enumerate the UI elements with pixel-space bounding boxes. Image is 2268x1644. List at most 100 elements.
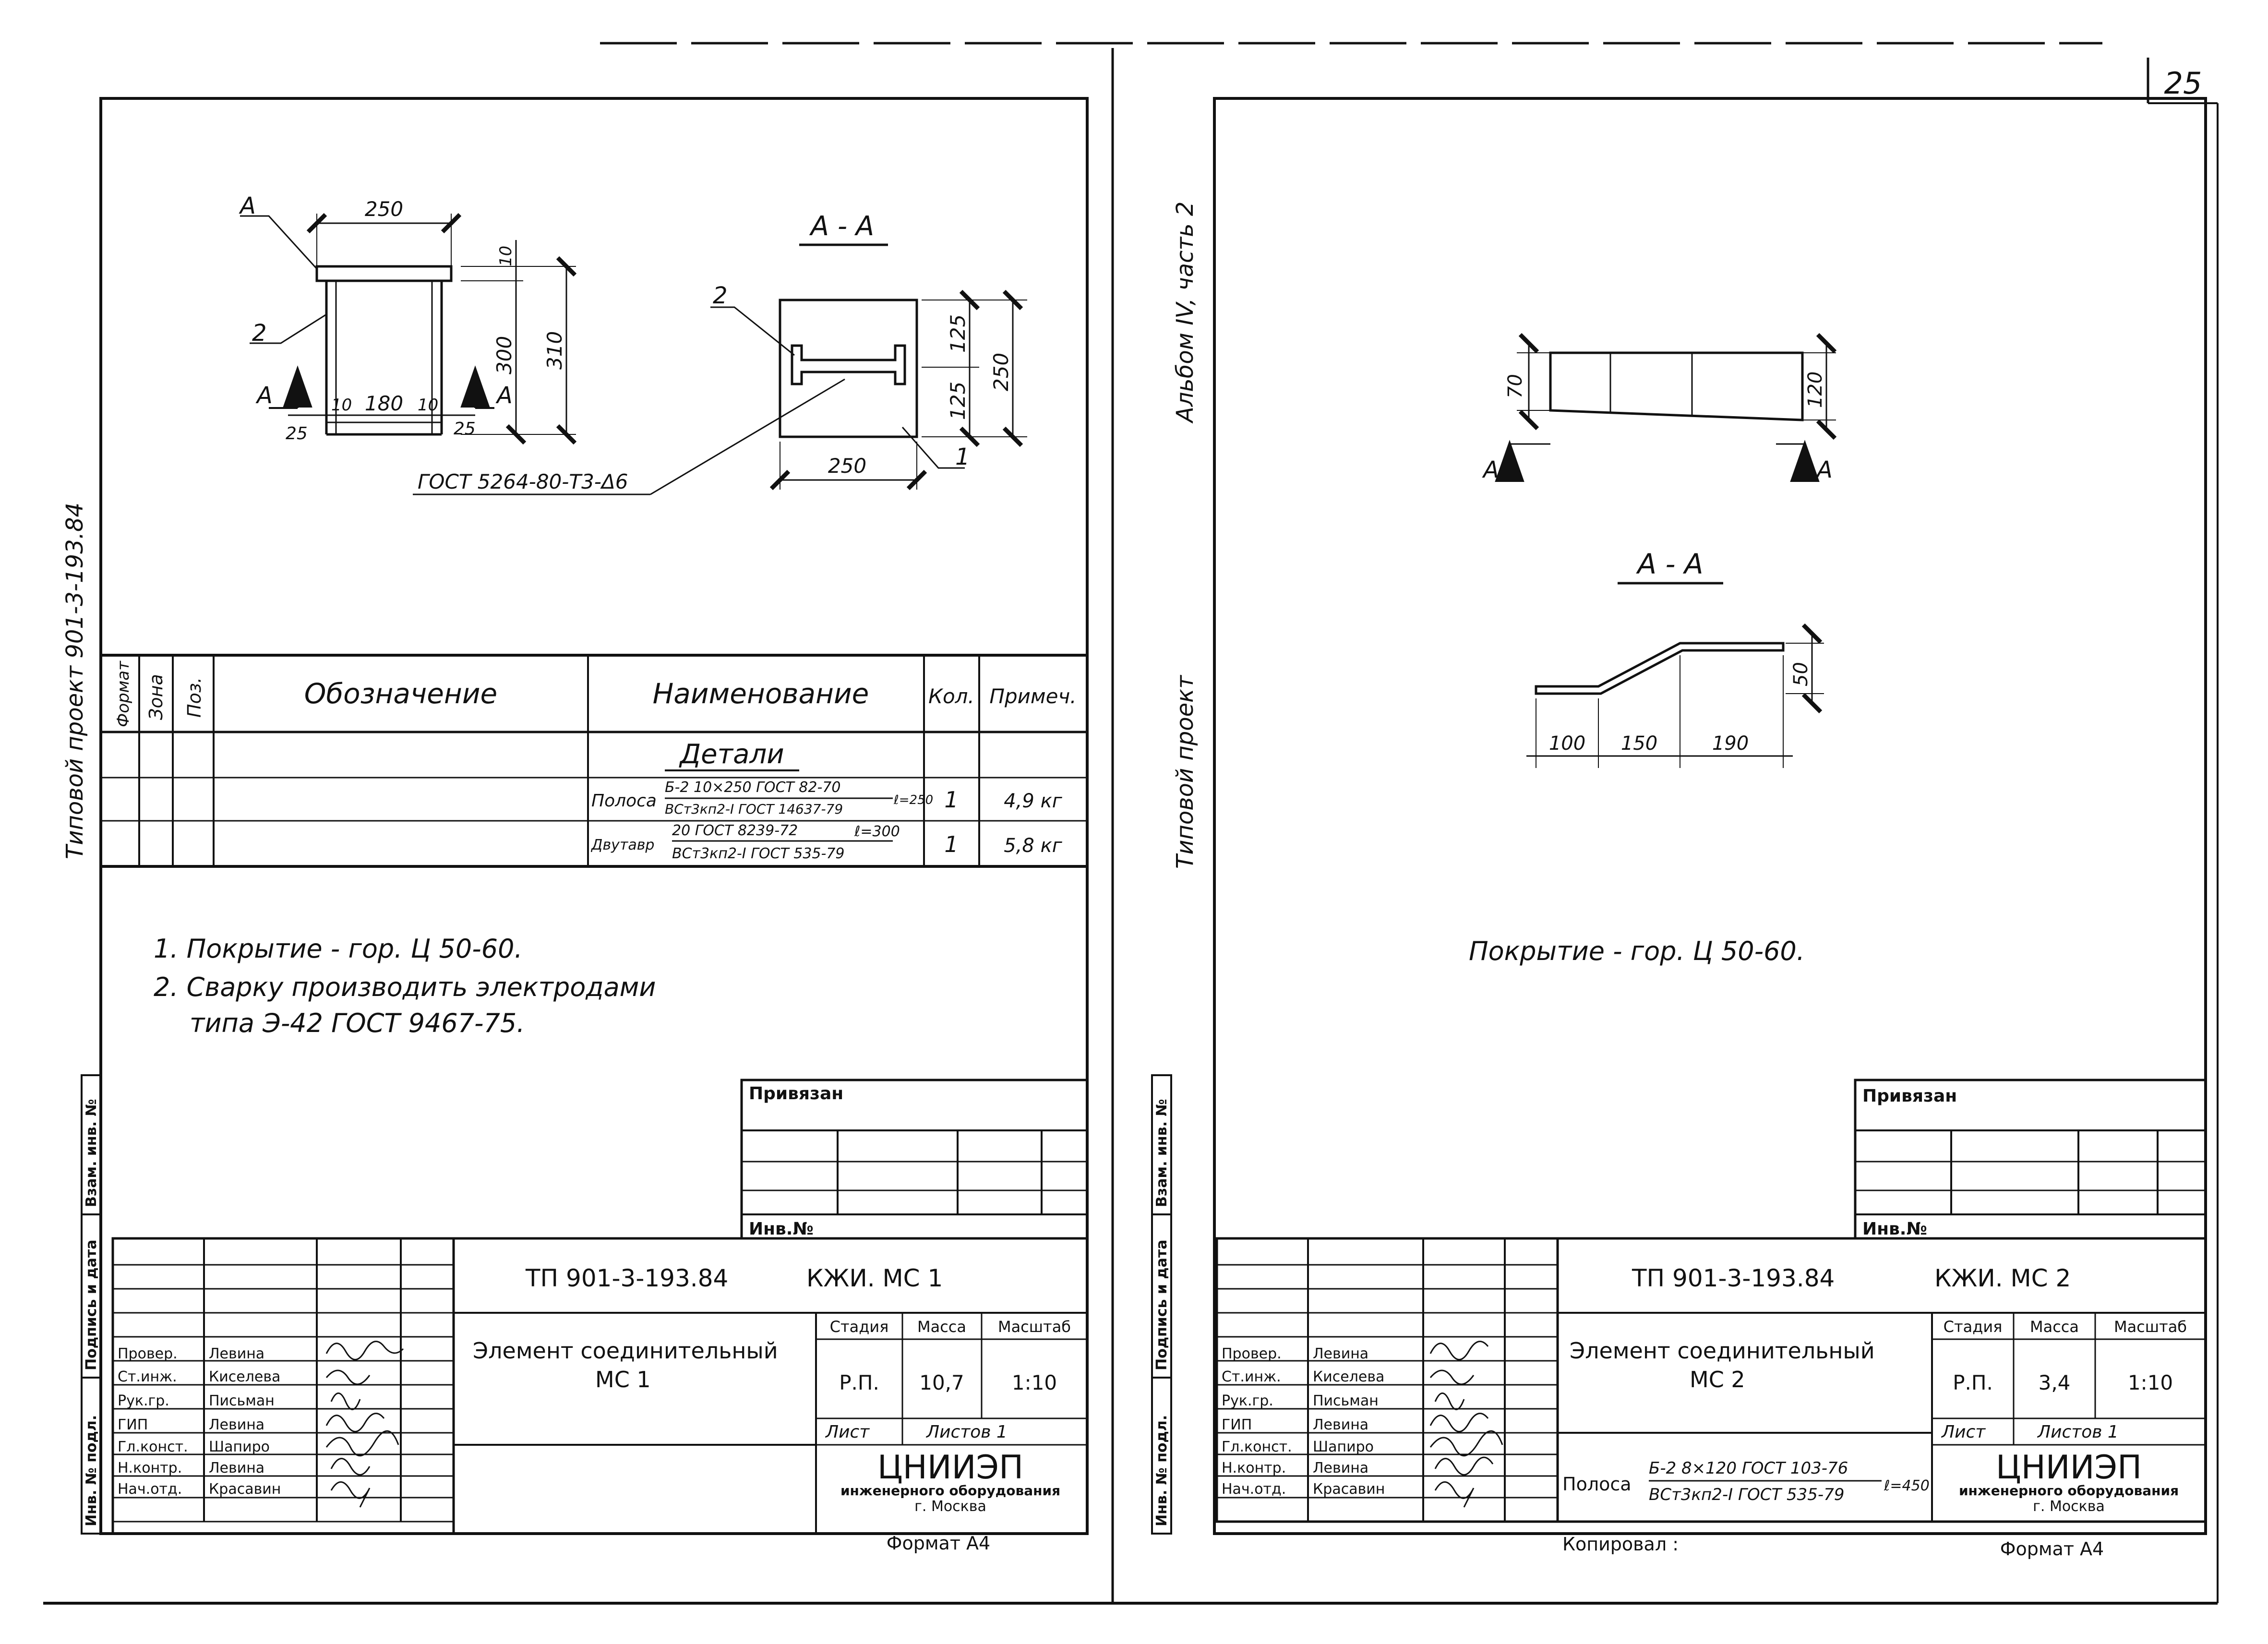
r-name-1: Левина bbox=[1313, 1345, 1368, 1362]
right-code: ТП 901-3-193.84 bbox=[1632, 1264, 1835, 1292]
r-name-6: Левина bbox=[1313, 1460, 1368, 1476]
col-note: Примеч. bbox=[989, 684, 1076, 708]
right-material-bottom: ВСт3кп2-I ГОСТ 535-79 bbox=[1649, 1485, 1844, 1504]
right-mass: 3,4 bbox=[2039, 1371, 2071, 1394]
dim-10-right: 10 bbox=[418, 396, 438, 415]
dim-310: 310 bbox=[543, 331, 566, 370]
right-material-top: Б-2 8×120 ГОСТ 103-76 bbox=[1649, 1459, 1848, 1478]
left-roles: Провер. Левина Ст.инж. Киселева Рук.гр. … bbox=[118, 1345, 281, 1498]
r-name-2: Киселева bbox=[1313, 1368, 1384, 1385]
dim-125-bottom: 125 bbox=[946, 382, 970, 420]
left-margin-inv: Инв. № подл. bbox=[83, 1415, 100, 1526]
gost-weld-note: ГОСТ 5264-80-Т3-Δ6 bbox=[418, 470, 628, 493]
label-a-leader: А bbox=[239, 192, 256, 219]
right-margin-strip bbox=[1151, 1074, 1172, 1535]
right-signatures bbox=[1429, 1341, 1503, 1508]
right-plan-view: 70 120 А А bbox=[1482, 333, 1837, 483]
note-1: 1. Покрытие - гор. Ц 50-60. bbox=[154, 934, 523, 964]
dim-25-right: 25 bbox=[454, 419, 476, 439]
col-pos: Поз. bbox=[184, 677, 205, 718]
left-org-line3: г. Москва bbox=[914, 1498, 986, 1515]
r-role-2: Ст.инж. bbox=[1222, 1368, 1281, 1385]
right-sheet: Альбом IV, часть 2 Типовой проект Взам. … bbox=[1151, 97, 2219, 1603]
left-section-title: А - А bbox=[809, 211, 874, 242]
sheet-number: 25 bbox=[2164, 66, 2202, 101]
col-designation: Обозначение bbox=[304, 677, 497, 710]
role-7: Нач.отд. bbox=[118, 1481, 182, 1498]
section-arrow-a-left: А bbox=[255, 382, 273, 409]
role-3: Рук.гр. bbox=[118, 1392, 169, 1409]
left-scale: 1:10 bbox=[1012, 1371, 1057, 1394]
right-mark: КЖИ. МС 2 bbox=[1934, 1264, 2071, 1292]
right-title-line1: Элемент соединительный bbox=[1570, 1338, 1875, 1364]
row2-length: ℓ=300 bbox=[854, 823, 900, 840]
dim-70: 70 bbox=[1504, 374, 1526, 398]
left-privyazan: Привязан bbox=[749, 1084, 843, 1104]
right-section-view: А - А 50 100 150 190 bbox=[1526, 548, 1824, 768]
r-role-1: Провер. bbox=[1222, 1345, 1282, 1362]
right-copied: Копировал : bbox=[1562, 1534, 1679, 1555]
left-margin-project: Типовой проект 901-3-193.84 bbox=[61, 503, 88, 859]
row2-prefix: Двутавр bbox=[590, 837, 654, 853]
right-arrow-a-left: А bbox=[1482, 456, 1499, 483]
label-2-leader: 2 bbox=[252, 320, 267, 347]
left-title-line2: МС 1 bbox=[595, 1367, 651, 1392]
left-sheet: Взам. инв. № Подпись и дата Инв. № подл.… bbox=[61, 97, 1089, 1554]
dim-180: 180 bbox=[365, 392, 403, 415]
right-stage: Р.П. bbox=[1953, 1371, 1993, 1394]
right-margin-project: Типовой проект bbox=[1172, 674, 1199, 869]
left-notes: 1. Покрытие - гор. Ц 50-60. 2. Сварку пр… bbox=[154, 934, 656, 1038]
label-2-section: 2 bbox=[713, 282, 728, 309]
right-margin-inv: Инв. № подл. bbox=[1153, 1415, 1170, 1526]
r-role-6: Н.контр. bbox=[1222, 1460, 1286, 1476]
r-name-5: Шапиро bbox=[1313, 1439, 1374, 1455]
right-section-title: А - А bbox=[1635, 548, 1703, 580]
note-3: типа Э-42 ГОСТ 9467-75. bbox=[190, 1008, 525, 1038]
left-inv-no: Инв.№ bbox=[749, 1219, 814, 1239]
role-4: ГИП bbox=[118, 1416, 148, 1433]
name-5: Шапиро bbox=[209, 1439, 270, 1455]
left-sheets-label: Листов 1 bbox=[925, 1422, 1008, 1442]
left-org-line2: инженерного оборудования bbox=[840, 1483, 1060, 1499]
left-hdr-scale: Масштаб bbox=[998, 1318, 1071, 1336]
right-inv-no: Инв.№ bbox=[1862, 1219, 1927, 1239]
role-6: Н.контр. bbox=[118, 1460, 182, 1476]
dim-250-bottom: 250 bbox=[828, 454, 866, 478]
name-4: Левина bbox=[209, 1416, 264, 1433]
r-role-3: Рук.гр. bbox=[1222, 1392, 1273, 1409]
dim-25-left: 25 bbox=[286, 424, 308, 444]
left-privyazan-block: Привязан Инв.№ bbox=[740, 1079, 1089, 1240]
role-2: Ст.инж. bbox=[118, 1368, 177, 1385]
name-7: Красавин bbox=[209, 1481, 281, 1498]
row2-qty: 1 bbox=[944, 831, 958, 857]
right-title-block: ТП 901-3-193.84 КЖИ. МС 2 Элемент соедин… bbox=[1215, 1237, 2207, 1560]
left-margin-podp: Подпись и дата bbox=[83, 1240, 100, 1370]
right-org-line2: инженерного оборудования bbox=[1959, 1483, 2179, 1499]
left-title-line1: Элемент соединительный bbox=[473, 1338, 778, 1364]
right-hdr-mass: Масса bbox=[2030, 1318, 2079, 1336]
left-org-name: ЦНИИЭП bbox=[877, 1449, 1023, 1487]
right-hdr-scale: Масштаб bbox=[2114, 1318, 2187, 1336]
right-privyazan-block: Привязан Инв.№ bbox=[1854, 1079, 2207, 1240]
section-arrow-a-right: А bbox=[495, 382, 513, 409]
right-margin-podp: Подпись и дата bbox=[1153, 1240, 1170, 1370]
left-title-block: ТП 901-3-193.84 КЖИ. МС 1 Элемент соедин… bbox=[111, 1237, 1089, 1554]
left-front-view: 250 А 2 10 300 310 10 180 10 25 25 bbox=[239, 192, 577, 445]
dim-300: 300 bbox=[492, 336, 516, 374]
note-2: 2. Сварку производить электродами bbox=[154, 972, 656, 1002]
right-org-name: ЦНИИЭП bbox=[1996, 1449, 2142, 1487]
dim-100: 100 bbox=[1549, 732, 1585, 755]
right-hdr-stage: Стадия bbox=[1944, 1318, 2003, 1336]
dim-125-top: 125 bbox=[946, 314, 970, 353]
row2-bottom: ВСт3кп2-I ГОСТ 535-79 bbox=[672, 845, 845, 862]
dim-50: 50 bbox=[1790, 662, 1812, 686]
left-margin-strip bbox=[81, 1074, 102, 1535]
label-1-section: 1 bbox=[955, 444, 970, 470]
right-roles: Провер. Левина Ст.инж. Киселева Рук.гр. … bbox=[1222, 1345, 1385, 1498]
row1-note: 4,9 кг bbox=[1004, 790, 1062, 812]
left-signatures bbox=[325, 1341, 404, 1508]
dim-190: 190 bbox=[1712, 732, 1749, 755]
row2-note: 5,8 кг bbox=[1004, 835, 1062, 857]
left-code: ТП 901-3-193.84 bbox=[525, 1264, 728, 1292]
